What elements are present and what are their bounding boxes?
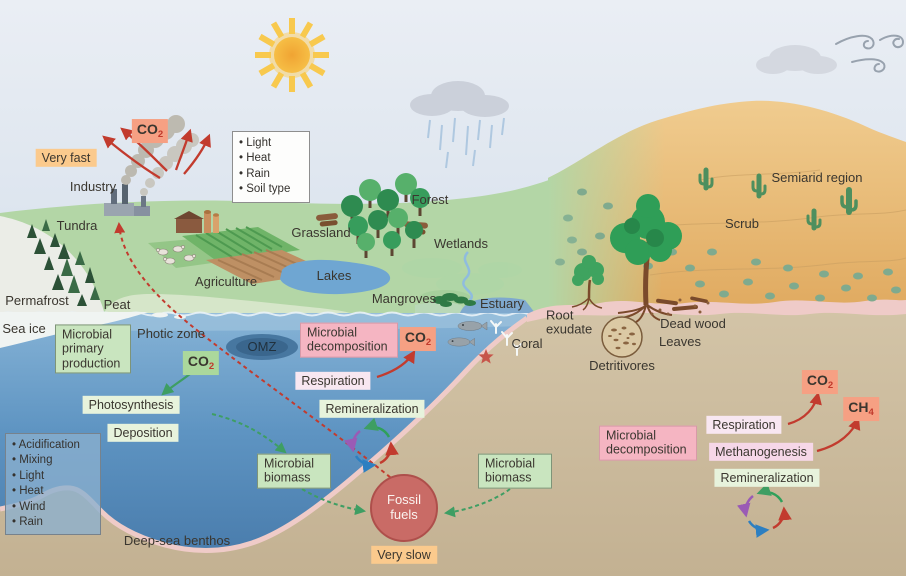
dead-wood-sticks <box>650 296 710 316</box>
co2-label-soil: CO2 <box>801 370 839 394</box>
wetland-patches <box>402 258 522 306</box>
ocean <box>0 313 535 551</box>
microbial-primary-production-box: Microbial primary production <box>55 324 131 374</box>
respiration-box-soil: Respiration <box>706 415 782 435</box>
detritivores-circle <box>601 316 643 358</box>
respiration-arrow-ocean <box>376 349 416 379</box>
bush-icon <box>571 255 604 311</box>
grassland-label: Grassland <box>291 224 351 240</box>
estuary-shallows <box>415 302 465 313</box>
leaves-label: Leaves <box>659 333 701 349</box>
sea-ice-label: Sea ice <box>2 320 46 336</box>
bush-roots <box>571 297 603 311</box>
photic-zone-label: Photic zone <box>137 325 205 341</box>
ocean-factors-list: Acidification Mixing Light Heat Wind Rai… <box>5 433 101 536</box>
mangrove-shrubs <box>433 293 476 307</box>
deposition-box: Deposition <box>107 423 179 443</box>
permafrost-label: Permafrost <box>5 292 69 308</box>
omz-zone <box>226 334 298 360</box>
respiration-box-ocean: Respiration <box>295 371 371 391</box>
estuary-water <box>460 297 535 313</box>
coral-icon <box>490 320 522 356</box>
lakes-label: Lakes <box>316 267 352 283</box>
co2-label-industry: CO2 <box>131 119 169 143</box>
microbial-biomass-box-soil: Microbial biomass <box>478 453 552 489</box>
remineralization-cycle-ocean <box>343 417 399 473</box>
omz-label: OMZ <box>247 338 277 354</box>
microbial-biomass-box-ocean: Microbial biomass <box>257 453 331 489</box>
methanogenesis-arrow <box>816 416 861 453</box>
scrub-label: Scrub <box>725 215 759 231</box>
agriculture-label: Agriculture <box>194 273 258 289</box>
starfish-icon <box>478 349 494 364</box>
fossil-fuel-extraction-dashed-arrow <box>114 221 397 483</box>
rain-cloud-icon <box>410 81 509 169</box>
fossil-fuels-circle: Fossil fuels <box>370 474 438 542</box>
photosynthesis-box: Photosynthesis <box>82 395 180 415</box>
forest-trees <box>341 173 430 258</box>
rain-streaks <box>427 117 505 169</box>
mangroves-label: Mangroves <box>371 290 437 306</box>
topsoil-band <box>527 299 906 322</box>
peat-area <box>104 294 350 313</box>
cows <box>156 245 196 265</box>
cloud-icon <box>756 45 837 74</box>
microbial-decomposition-box-ocean: Microbial decomposition <box>300 322 398 358</box>
wetlands-label: Wetlands <box>434 235 488 251</box>
factory-icon <box>104 184 150 216</box>
deposition-dashed-arrows <box>211 413 511 518</box>
ch4-label-soil: CH4 <box>843 397 879 421</box>
respiration-arrow-soil <box>787 391 822 426</box>
tree-icon <box>610 194 682 323</box>
land-factors-list: Light Heat Rain Soil type <box>232 131 310 203</box>
very-slow-badge: Very slow <box>371 545 437 565</box>
microbial-decomposition-box-soil: Microbial decomposition <box>599 425 697 461</box>
methanogenesis-box: Methanogenesis <box>709 442 813 462</box>
remineralization-cycle-soil <box>736 482 792 538</box>
photic-band <box>0 313 535 331</box>
fish-icons <box>447 321 488 347</box>
dead-wood-label: Dead wood <box>660 315 726 331</box>
industry-label: Industry <box>69 178 117 194</box>
barn-icon <box>174 210 219 233</box>
remineralization-box-ocean: Remineralization <box>319 399 425 419</box>
forest-label: Forest <box>411 191 449 207</box>
sun-icon <box>255 18 329 92</box>
co2-label-ocean-release: CO2 <box>399 327 437 351</box>
semiarid-region-label: Semiarid region <box>771 169 863 185</box>
coral-label: Coral <box>511 335 543 351</box>
remineralization-box-soil: Remineralization <box>714 468 820 488</box>
cactus-icons <box>698 167 858 231</box>
tundra-label: Tundra <box>56 217 98 233</box>
root-exudate-label: Root exudate <box>546 307 593 337</box>
wind-icon <box>835 34 905 73</box>
detritivores-label: Detritivores <box>589 357 655 373</box>
co2-label-ocean-uptake: CO2 <box>182 351 220 375</box>
seafloor-and-subsurface <box>0 308 906 576</box>
estuary-label: Estuary <box>479 295 525 311</box>
very-fast-badge: Very fast <box>35 148 97 168</box>
peat-label: Peat <box>103 296 131 312</box>
deep-sea-benthos-label: Deep-sea benthos <box>123 532 231 548</box>
lake <box>280 259 391 295</box>
co2-emission-arrows <box>102 127 211 179</box>
tundra-trees <box>27 219 100 306</box>
